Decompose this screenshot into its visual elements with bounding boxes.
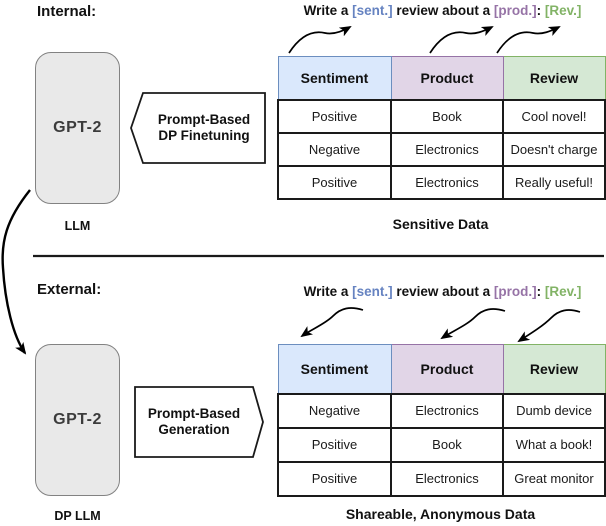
model-transfer-arrow-icon [1, 189, 31, 355]
prompt-rev-placeholder: [Rev.] [544, 284, 582, 299]
prompt-text: Write a [303, 3, 353, 18]
product-column-header: Product [390, 344, 504, 394]
review-column-header: Review [502, 344, 606, 394]
sentiment-column-header: Sentiment [277, 56, 392, 100]
sentiment-column-header: Sentiment [277, 344, 392, 394]
prompt-prod-placeholder: [prod.] [493, 3, 537, 18]
table-cell: Cool novel! [502, 98, 606, 134]
generation-chevron-shape [134, 386, 264, 458]
review-column-header: Review [502, 56, 606, 100]
sensitive-data-caption: Sensitive Data [392, 216, 489, 232]
sentiment-to-prompt-arrow-icon [288, 26, 352, 54]
table-cell: Great monitor [502, 460, 606, 497]
table-row: Positive Electronics Really useful! [277, 164, 606, 200]
prompt-to-product-arrow-icon [440, 308, 506, 340]
anonymous-data-caption: Shareable, Anonymous Data [345, 506, 536, 522]
table-cell: Electronics [390, 164, 504, 200]
prompt-text: Write a [303, 284, 353, 299]
product-column-header: Product [390, 56, 504, 100]
external-section-label: External: [37, 281, 102, 298]
table-cell: Positive [277, 164, 392, 200]
dp-finetuning-label-line2: DP Finetuning [158, 128, 250, 143]
generation-label-line1: Prompt-Based [147, 406, 241, 421]
dp-finetuning-label: Prompt-Based DP Finetuning [143, 93, 265, 163]
product-to-prompt-arrow-icon [429, 26, 494, 54]
table-cell: Book [390, 98, 504, 134]
sensitive-data-table: Sentiment Product Review Positive Book C… [277, 56, 606, 200]
table-cell: Electronics [390, 392, 504, 429]
prompt-prod-placeholder: [prod.] [493, 284, 537, 299]
prompt-text: review about a [392, 284, 494, 299]
table-cell: Really useful! [502, 164, 606, 200]
table-cell: Positive [277, 460, 392, 497]
table-row: Positive Book Cool novel! [277, 98, 606, 134]
table-cell: Doesn't charge [502, 131, 606, 167]
internal-prompt: Write a [sent.] review about a [prod.]: … [277, 3, 606, 18]
internal-model-name: GPT-2 [53, 119, 102, 136]
table-cell: Electronics [390, 131, 504, 167]
prompt-to-review-arrow-icon [517, 309, 581, 343]
generation-label: Prompt-Based Generation [135, 387, 253, 457]
table-row: Positive Electronics Great monitor [277, 460, 606, 497]
table-cell: Electronics [390, 460, 504, 497]
internal-model-box: GPT-2 [35, 52, 120, 204]
dp-finetuning-label-line1: Prompt-Based [157, 112, 251, 127]
external-model-name: GPT-2 [53, 411, 102, 428]
internal-model-caption: LLM [64, 219, 91, 233]
table-cell: Positive [277, 98, 392, 134]
prompt-text: review about a [392, 3, 494, 18]
prompt-rev-placeholder: [Rev.] [544, 3, 582, 18]
table-cell: Dumb device [502, 392, 606, 429]
table-cell: What a book! [502, 426, 606, 463]
generation-label-line2: Generation [158, 422, 230, 437]
table-header-row: Sentiment Product Review [277, 56, 606, 100]
dp-finetuning-chevron-shape [130, 92, 266, 164]
prompt-text: : [536, 3, 545, 18]
table-row: Positive Book What a book! [277, 426, 606, 463]
table-cell: Negative [277, 392, 392, 429]
table-cell: Book [390, 426, 504, 463]
table-cell: Negative [277, 131, 392, 167]
table-row: Negative Electronics Dumb device [277, 392, 606, 429]
internal-section-label: Internal: [37, 3, 97, 20]
external-model-box: GPT-2 [35, 344, 120, 496]
prompt-sent-placeholder: [sent.] [352, 3, 393, 18]
prompt-text: : [536, 284, 545, 299]
external-model-caption: DP LLM [54, 509, 101, 523]
table-header-row: Sentiment Product Review [277, 344, 606, 394]
prompt-sent-placeholder: [sent.] [352, 284, 393, 299]
prompt-to-sentiment-arrow-icon [300, 307, 364, 338]
anonymous-data-table: Sentiment Product Review Negative Electr… [277, 344, 606, 497]
table-row: Negative Electronics Doesn't charge [277, 131, 606, 167]
review-to-prompt-arrow-icon [496, 26, 561, 54]
external-prompt: Write a [sent.] review about a [prod.]: … [277, 284, 606, 299]
table-cell: Positive [277, 426, 392, 463]
